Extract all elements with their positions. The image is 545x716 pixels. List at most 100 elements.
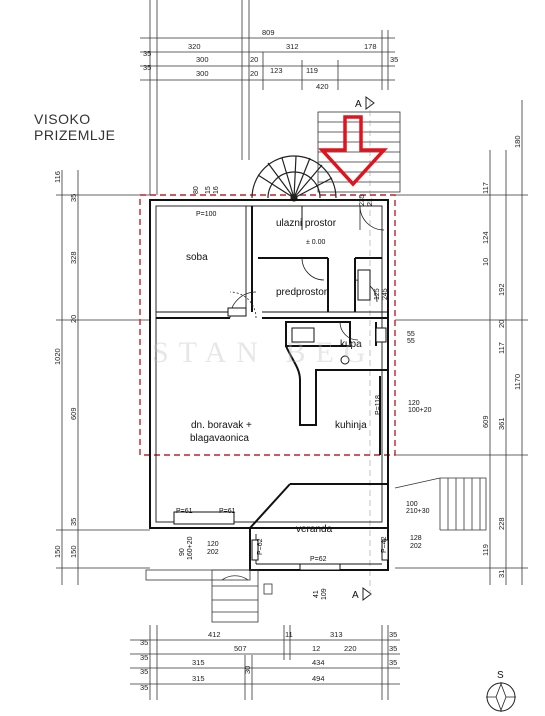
plan-title-line1: VISOKO bbox=[34, 111, 91, 127]
top-dim-300b: 300 bbox=[196, 69, 209, 78]
opening-90: 90 bbox=[179, 548, 186, 556]
left-dim-1020: 1020 bbox=[53, 348, 62, 365]
top-dim-35a: 35 bbox=[143, 49, 151, 58]
opening-202b: 202 bbox=[207, 549, 219, 556]
opening-210: 210+30 bbox=[406, 508, 430, 515]
right-dim-124a: 124 bbox=[481, 231, 490, 244]
left-dim-35: 35 bbox=[69, 194, 78, 202]
opening-15: 15 bbox=[205, 186, 212, 194]
opening-16: 16 bbox=[213, 186, 220, 194]
room-label-boravak-1: dn. boravak + bbox=[191, 420, 252, 431]
right-dim-117a: 117 bbox=[481, 182, 490, 194]
top-dim-809: 809 bbox=[262, 28, 275, 37]
bottom-dim-315a: 315 bbox=[192, 658, 205, 667]
opening-41: 41 bbox=[313, 590, 320, 598]
right-dim-1170: 1170 bbox=[513, 374, 522, 390]
opening-p62b: P=62 bbox=[310, 556, 327, 563]
bottom-dim-35a: 35 bbox=[140, 638, 148, 647]
top-dim-35b: 35 bbox=[143, 63, 151, 72]
right-dim-609: 609 bbox=[481, 415, 490, 428]
bottom-dim-412: 412 bbox=[208, 630, 221, 639]
opening-100: 100 bbox=[406, 501, 418, 508]
entrance-arrow-icon bbox=[318, 115, 388, 187]
top-dim-123: 123 bbox=[270, 66, 283, 75]
level-label: ± 0.00 bbox=[306, 239, 326, 246]
room-label-kupaonica: kupa bbox=[340, 339, 362, 350]
room-label-kuhinja: kuhinja bbox=[335, 420, 367, 431]
north-arrow-icon: S bbox=[486, 670, 516, 712]
watermark-text: STAN BEG bbox=[152, 336, 375, 369]
bottom-dim-30: 30 bbox=[243, 666, 252, 674]
opening-p62a: P=62 bbox=[257, 538, 264, 555]
room-label-ulazni-prostor: ulazni prostor bbox=[276, 218, 337, 229]
top-dim-420: 420 bbox=[316, 82, 329, 91]
bottom-dim-220: 220 bbox=[344, 644, 357, 653]
right-dim-10: 10 bbox=[481, 258, 490, 266]
top-dim-312: 312 bbox=[286, 42, 299, 51]
opening-55a: 55 bbox=[407, 331, 415, 338]
top-dim-320: 320 bbox=[188, 42, 201, 51]
left-dim-609: 609 bbox=[69, 407, 78, 420]
left-dim-35b: 35 bbox=[69, 518, 78, 526]
left-dim-116: 116 bbox=[53, 171, 62, 183]
bottom-dim-35d: 35 bbox=[389, 644, 397, 653]
bottom-dim-315b: 315 bbox=[192, 674, 205, 683]
top-dim-20b: 20 bbox=[250, 69, 258, 78]
opening-235: 235 bbox=[359, 194, 366, 206]
door-swings bbox=[229, 205, 385, 341]
left-dimension-lines bbox=[56, 170, 150, 585]
bottom-dim-313: 313 bbox=[330, 630, 343, 639]
room-label-soba: soba bbox=[186, 252, 208, 263]
opening-p118: P=118 bbox=[375, 395, 382, 415]
spiral-staircase-icon bbox=[251, 155, 337, 202]
top-dim-35c: 35 bbox=[390, 55, 398, 64]
bottom-dim-12: 12 bbox=[312, 644, 320, 653]
section-marker-top: A bbox=[355, 96, 375, 110]
top-dim-178: 178 bbox=[364, 42, 377, 51]
main-walls bbox=[149, 199, 389, 529]
opening-55b: 55 bbox=[407, 338, 415, 345]
opening-245: 245 bbox=[382, 288, 389, 300]
section-marker-bottom: A bbox=[352, 587, 372, 601]
window-markers bbox=[227, 269, 387, 365]
top-dimension-lines bbox=[140, 0, 395, 195]
plan-title-line2: PRIZEMLJE bbox=[34, 127, 116, 143]
left-dim-150b: 150 bbox=[69, 545, 78, 558]
opening-80: 80 bbox=[193, 186, 200, 194]
red-dashed-outline bbox=[139, 194, 396, 456]
side-stairs bbox=[394, 477, 487, 531]
bottom-dim-434: 434 bbox=[312, 658, 325, 667]
right-dim-180: 180 bbox=[513, 135, 522, 148]
top-dim-119: 119 bbox=[306, 66, 318, 75]
right-dim-361: 361 bbox=[497, 417, 506, 430]
room-label-boravak-2: blagavaonica bbox=[190, 433, 249, 444]
bottom-dim-11: 11 bbox=[285, 630, 293, 639]
veranda-openings bbox=[173, 511, 389, 571]
right-dim-228: 228 bbox=[497, 517, 506, 530]
opening-21: 21 bbox=[367, 198, 374, 206]
opening-120-top: 120 bbox=[408, 400, 420, 407]
opening-p61a: P=61 bbox=[176, 508, 193, 515]
right-dim-31: 31 bbox=[497, 570, 506, 578]
bottom-dim-35g: 35 bbox=[140, 683, 148, 692]
right-dim-117b: 117 bbox=[497, 342, 506, 354]
right-dim-192: 192 bbox=[497, 283, 506, 296]
room-label-veranda: veranda bbox=[296, 524, 333, 535]
top-dim-20a: 20 bbox=[250, 55, 258, 64]
bottom-dim-35e: 35 bbox=[140, 667, 148, 676]
opening-p100: P=100 bbox=[196, 211, 217, 218]
bottom-dimension-lines bbox=[130, 625, 400, 700]
right-dim-119: 119 bbox=[481, 544, 490, 556]
opening-p61b: P=61 bbox=[219, 508, 236, 515]
bottom-dim-35f: 35 bbox=[389, 658, 397, 667]
opening-160: 160+20 bbox=[187, 536, 194, 560]
right-dimension-lines bbox=[395, 100, 528, 585]
svg-text:A: A bbox=[352, 590, 359, 601]
left-dim-20: 20 bbox=[69, 315, 78, 323]
opening-128: 128 bbox=[410, 535, 422, 542]
north-label: S bbox=[497, 670, 504, 681]
top-dim-300a: 300 bbox=[196, 55, 209, 64]
bottom-dim-35c: 35 bbox=[140, 653, 148, 662]
